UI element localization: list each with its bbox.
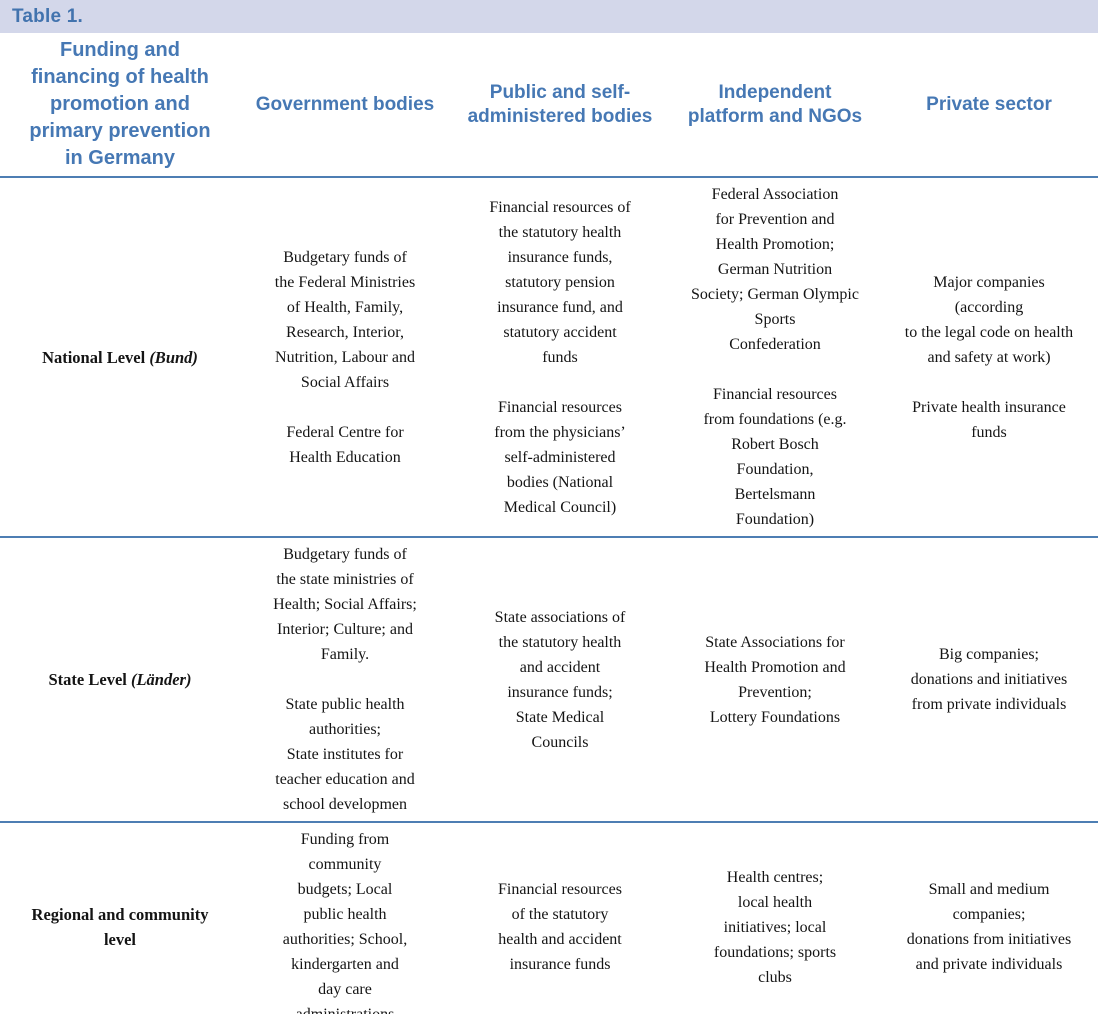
row-label-italic-text: (Bund) <box>149 347 198 367</box>
cell-national-public-self-administered: Financial resources of the statutory hea… <box>489 198 631 516</box>
row-label-regional-community-level: Regional and community level <box>0 822 240 1014</box>
table-caption-bar: Table 1. <box>0 0 1098 33</box>
row-label-text: State Level <box>48 670 131 689</box>
cell-regional-public-self-administered: Financial resources of the statutory hea… <box>498 881 622 973</box>
column-header-independent-platform-ngos: Independent platform and NGOs <box>670 33 880 178</box>
row-label-italic-text: (Länder) <box>130 670 192 689</box>
table-row-regional-community-level: Regional and community level Funding fro… <box>0 822 1098 1014</box>
cell-regional-private-sector: Small and medium companies; donations fr… <box>906 881 1072 973</box>
row-label-text: Regional and community level <box>31 905 209 949</box>
row-label-text: National Level <box>42 347 150 367</box>
column-header-government-bodies: Government bodies <box>240 33 450 178</box>
column-header-private-sector: Private sector <box>880 33 1098 178</box>
row-label-national-level: National Level (Bund) <box>0 177 240 537</box>
column-header-table-subject: Funding and financing of health promotio… <box>0 33 240 178</box>
cell-national-private-sector: Major companies (according to the legal … <box>904 273 1074 441</box>
column-header-public-self-administered-bodies: Public and self- administered bodies <box>450 33 670 178</box>
table-row-national-level: National Level (Bund) Budgetary funds of… <box>0 177 1098 537</box>
cell-state-public-self-administered: State associations of the statutory heal… <box>494 608 626 751</box>
table-caption: Table 1. <box>12 5 83 27</box>
table-row-state-level: State Level (Länder) Budgetary funds of … <box>0 537 1098 822</box>
cell-regional-independent-ngos: Health centres; local health initiatives… <box>713 868 837 986</box>
cell-state-independent-ngos: State Associations for Health Promotion … <box>704 633 846 726</box>
cell-national-independent-ngos: Federal Association for Prevention and H… <box>691 186 859 528</box>
row-label-state-level: State Level (Länder) <box>0 537 240 822</box>
funding-table: Funding and financing of health promotio… <box>0 33 1098 1014</box>
cell-national-government-bodies: Budgetary funds of the Federal Ministrie… <box>274 248 416 466</box>
cell-state-government-bodies: Budgetary funds of the state ministries … <box>273 546 417 813</box>
header-row: Funding and financing of health promotio… <box>0 33 1098 178</box>
cell-regional-government-bodies: Funding from community budgets; Local pu… <box>282 831 408 1014</box>
cell-state-private-sector: Big companies; donations and initiatives… <box>910 646 1068 713</box>
